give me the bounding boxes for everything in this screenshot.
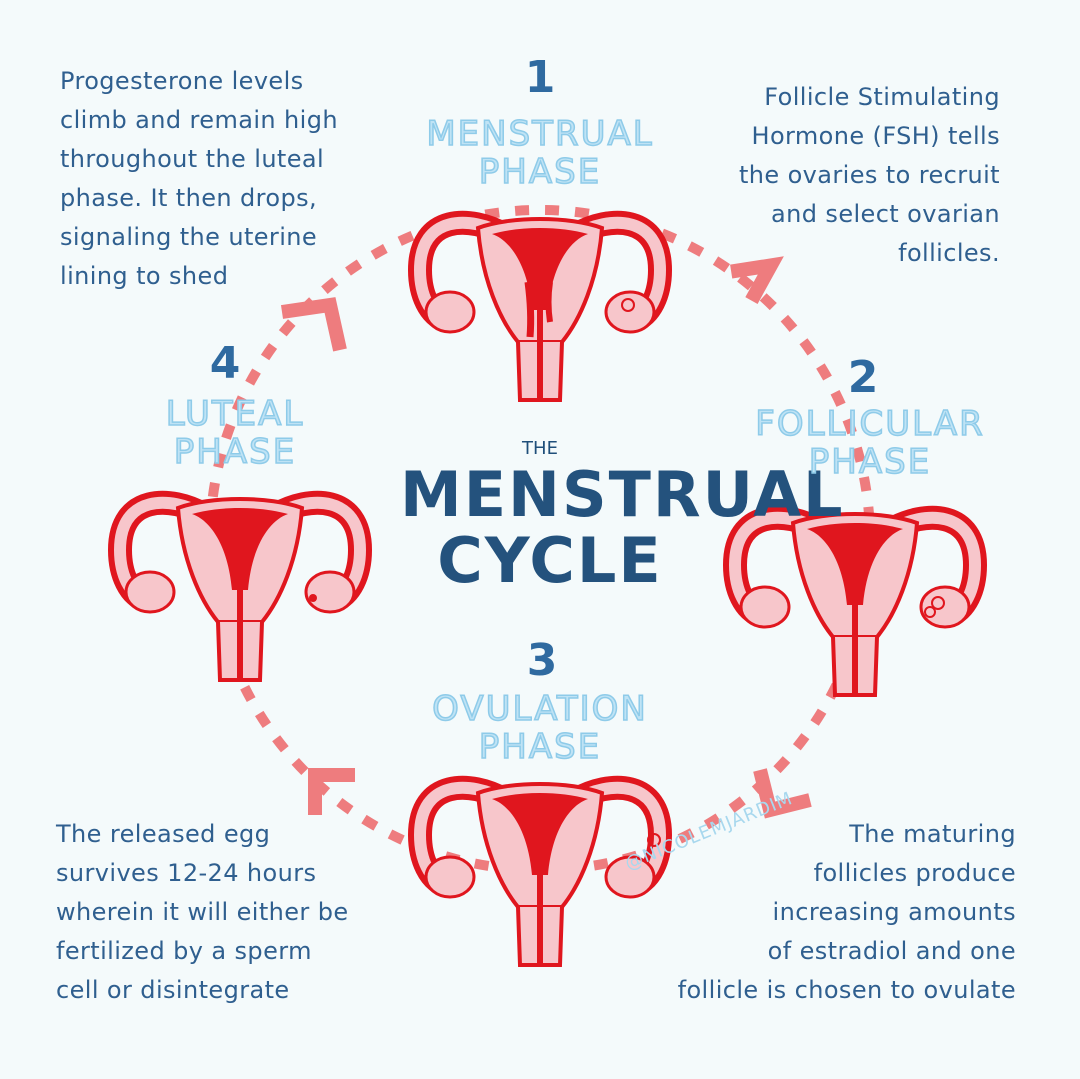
note-line: wherein it will either be [56,898,349,926]
note-bottom-left: The released egg survives 12-24 hours wh… [56,815,349,1010]
note-line: Follicle Stimulating [764,83,1000,111]
note-line: Progesterone levels [60,67,304,95]
title-line-1: MENSTRUAL [400,458,845,531]
note-line: follicle is chosen to ovulate [677,976,1016,1004]
arrow-chevron-bottom-right [753,768,812,819]
note-line: follicles. [898,239,1000,267]
note-line: survives 12-24 hours [56,859,317,887]
phase-label-line: LUTEAL [165,394,305,434]
note-line: and select ovarian [771,200,1000,228]
note-top-left: Progesterone levels climb and remain hig… [60,62,338,296]
phase-label-luteal: LUTEAL PHASE [140,394,330,472]
follicle [931,596,945,610]
blood-drip [524,281,535,338]
phase-label-menstrual: MENSTRUAL PHASE [405,114,675,192]
note-line: The maturing [849,820,1016,848]
phase-label-follicular: FOLLICULAR PHASE [740,404,1000,482]
note-line: cell or disintegrate [56,976,290,1004]
corpus-luteum [309,594,317,602]
phase-number-3: 3 [526,635,558,686]
blood-drip [545,281,553,323]
note-bottom-right: The maturing follicles produce increasin… [678,815,1016,1010]
phase-label-line: MENSTRUAL [426,114,654,154]
uterus-illustration-ovulation [420,784,660,965]
note-line: throughout the luteal [60,145,325,173]
phase-label-line: PHASE [478,727,602,767]
follicle [924,606,936,618]
egg [647,833,661,847]
note-line: Hormone (FSH) tells [751,122,1000,150]
phase-label-line: PHASE [808,442,932,482]
note-top-right: Follicle Stimulating Hormone (FSH) tells… [739,78,1000,273]
phase-label-ovulation: OVULATION PHASE [405,689,675,767]
note-line: increasing amounts [772,898,1016,926]
note-line: of estradiol and one [767,937,1016,965]
phase-label-line: PHASE [173,432,297,472]
phase-label-line: FOLLICULAR [755,404,985,444]
arrow-chevron-top-left [280,297,347,352]
phase-number-2: 2 [847,352,879,403]
arrow-chevron-bottom-left [308,768,355,815]
title-small: THE [522,438,558,459]
phase-number-1: 1 [524,52,556,103]
note-line: the ovaries to recruit [738,161,1000,189]
uterus-illustration-follicular [735,514,975,695]
note-line: fertilized by a sperm [56,937,312,965]
note-line: signaling the uterine [60,223,318,251]
follicle [621,298,635,312]
note-line: phase. It then drops, [60,184,318,212]
uterus-illustration-luteal [120,499,360,680]
arrow-chevron-top-right [730,256,784,304]
phase-label-line: PHASE [478,152,602,192]
note-line: The released egg [56,820,271,848]
diagram-title: MENSTRUAL CYCLE [400,458,845,597]
phase-number-4: 4 [209,338,241,389]
note-line: lining to shed [60,262,229,290]
phase-label-line: OVULATION [431,689,648,729]
note-line: follicles produce [813,859,1016,887]
title-line-2: CYCLE [437,524,663,597]
note-line: climb and remain high [60,106,338,134]
